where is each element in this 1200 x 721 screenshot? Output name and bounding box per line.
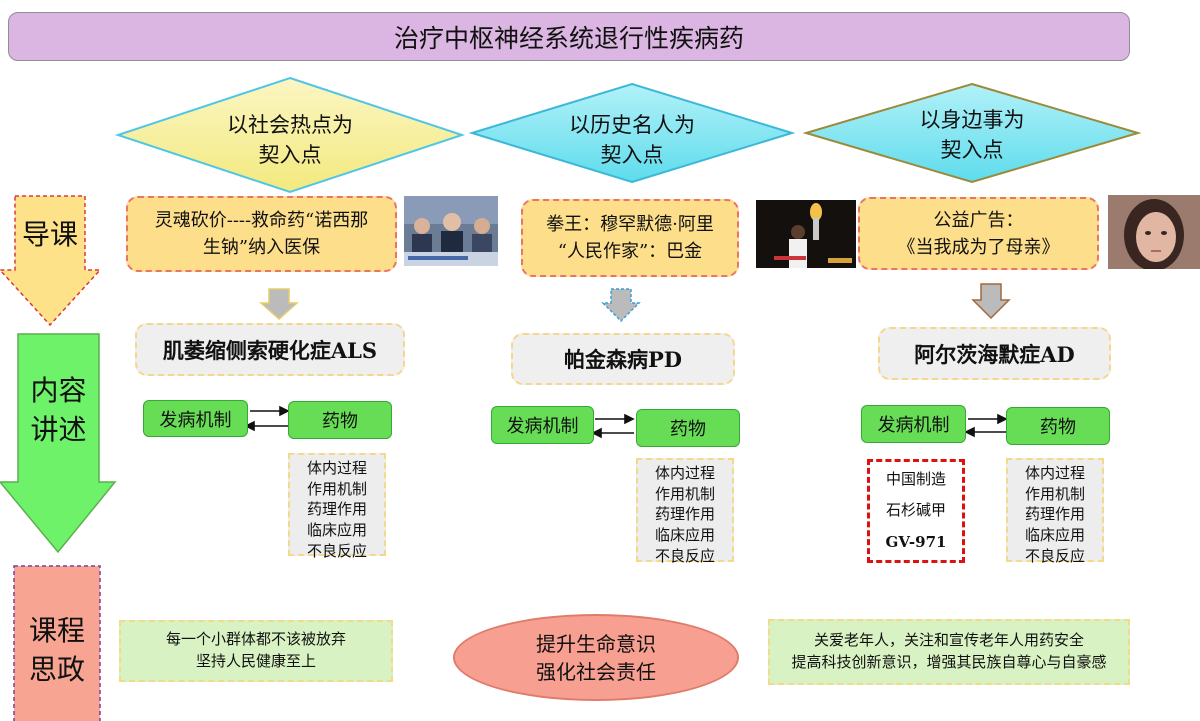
hook-3-line-2: 《当我成为了母亲》 [897,236,1060,258]
stage-intro-label: 导课 [15,200,85,270]
mechanism-1-text: 发病机制 [159,409,232,431]
entry-3-line-1: 以身边事为 [919,108,1025,132]
china-made-box: 中国制造 石杉碱甲 GV-971 [867,459,965,563]
drug-box-3: 药物 [1006,407,1110,445]
entry-diamond-1 [114,76,466,194]
stage-content-label: 内容 讲述 [18,360,99,460]
aspect-2-item: 作用机制 [654,484,715,503]
aspect-3-item: 药理作用 [1024,505,1085,524]
stage-ideology-line-2: 思政 [28,653,85,686]
stage-intro-text: 导课 [21,218,78,252]
ideology-right-line-2: 提高科技创新意识，增强其民族自尊心与自豪感 [791,653,1107,671]
aspect-1-item: 作用机制 [306,479,367,498]
hook-1-line-1: 灵魂砍价----救命药“诺西那 [154,210,369,231]
disease-pd-text: 帕金森病PD [563,347,682,372]
entry-diamond-3 [802,82,1142,184]
mechanism-box-2: 发病机制 [491,406,594,444]
mechanism-2-text: 发病机制 [506,416,579,437]
aspect-2-item: 药理作用 [654,505,715,524]
entry-1-line-2: 契入点 [258,143,322,168]
ideology-left-line-2: 坚持人民健康至上 [195,652,316,670]
drug-2-text: 药物 [670,419,706,440]
mechanism-box-3: 发病机制 [861,405,966,443]
stage-content-line-2: 讲述 [30,413,87,446]
aspect-3-item: 临床应用 [1024,526,1085,545]
drug-3-text: 药物 [1040,417,1076,438]
photo-press-meeting [404,196,498,266]
content-arrow [0,333,117,554]
aspect-2-item: 体内过程 [654,464,715,482]
entry-label-1: 以社会热点为 契入点 [190,110,390,171]
ideology-right-line-1: 关爱老年人，关注和宣传老年人用药安全 [813,631,1084,650]
aspect-1-item: 药理作用 [306,500,367,519]
stage-ideology-line-1: 课程 [28,613,85,647]
entry-label-3: 以身边事为 契入点 [872,105,1072,166]
aspect-1-item: 不良反应 [306,541,367,560]
hook-box-3: 公益广告： 《当我成为了母亲》 [858,197,1099,270]
aspect-list-3: 体内过程 作用机制 药理作用 临床应用 不良反应 [1006,458,1104,565]
aspect-1-item: 体内过程 [306,459,367,477]
disease-box-ad: 阿尔茨海默症AD [878,327,1111,380]
aspect-list-1: 体内过程 作用机制 药理作用 临床应用 不良反应 [288,453,386,560]
ideology-ellipse-center: 提升生命意识 强化社会责任 [453,614,739,701]
aspect-3-item: 体内过程 [1024,464,1085,482]
hook-box-1: 灵魂砍价----救命药“诺西那 生钠”纳入医保 [126,196,397,272]
mechanism-3-text: 发病机制 [877,415,950,436]
photo-torch-bearer [756,200,856,268]
aspect-3-item: 不良反应 [1024,546,1085,565]
photo-mother-portrait [1108,195,1200,269]
highlight-line-2: 石杉碱甲 [885,501,946,520]
disease-als-text: 肌萎缩侧索硬化症ALS [162,337,378,363]
aspect-2-item: 不良反应 [654,546,715,565]
mechanism-box-1: 发病机制 [143,400,248,437]
hook-2-line-2: “人民作家”：巴金 [557,241,703,262]
hook-2-line-1: 拳王：穆罕默德·阿里 [546,214,714,235]
drug-box-1: 药物 [288,401,392,439]
aspect-3-item: 作用机制 [1024,484,1085,503]
down-arrow-2 [601,288,641,323]
down-arrow-3 [971,283,1011,320]
disease-ad-text: 阿尔茨海默症AD [914,341,1075,367]
highlight-line-3: GV-971 [885,532,947,551]
page-title: 治疗中枢神经系统退行性疾病药 [8,12,1130,61]
stage-arrows [0,195,117,721]
disease-box-als: 肌萎缩侧索硬化症ALS [135,323,405,376]
entry-3-line-2: 契入点 [940,138,1004,163]
aspect-2-item: 临床应用 [654,526,715,545]
ideology-box-left: 每一个小群体都不该被放弃 坚持人民健康至上 [119,620,393,682]
intro-arrow [0,195,102,327]
stage-content-line-1: 内容 [30,373,87,407]
entry-1-line-1: 以社会热点为 [227,113,353,137]
aspect-list-2: 体内过程 作用机制 药理作用 临床应用 不良反应 [636,458,734,565]
stage-ideology-label: 课程 思政 [14,600,100,700]
ideology-center-line-2: 强化社会责任 [536,659,656,684]
entry-2-line-2: 契入点 [600,143,664,168]
ideology-center-line-1: 提升生命意识 [536,631,656,656]
aspect-1-item: 临床应用 [306,521,367,540]
hook-3-line-1: 公益广告： [933,209,1024,231]
title-text: 治疗中枢神经系统退行性疾病药 [393,23,744,53]
down-arrow-1 [259,288,299,321]
highlight-line-1: 中国制造 [885,469,946,488]
hook-box-2: 拳王：穆罕默德·阿里 “人民作家”：巴金 [521,199,739,277]
entry-diamond-2 [468,82,796,184]
ideology-block [13,565,101,721]
hook-1-line-2: 生钠”纳入医保 [202,237,321,258]
entry-label-2: 以历史名人为 契入点 [532,110,732,171]
drug-1-text: 药物 [322,411,358,432]
ideology-left-line-1: 每一个小群体都不该被放弃 [165,630,346,649]
disease-box-pd: 帕金森病PD [511,333,735,385]
drug-box-2: 药物 [636,409,740,447]
ideology-box-right: 关爱老年人，关注和宣传老年人用药安全 提高科技创新意识，增强其民族自尊心与自豪感 [768,619,1130,685]
entry-2-line-1: 以历史名人为 [569,113,695,137]
